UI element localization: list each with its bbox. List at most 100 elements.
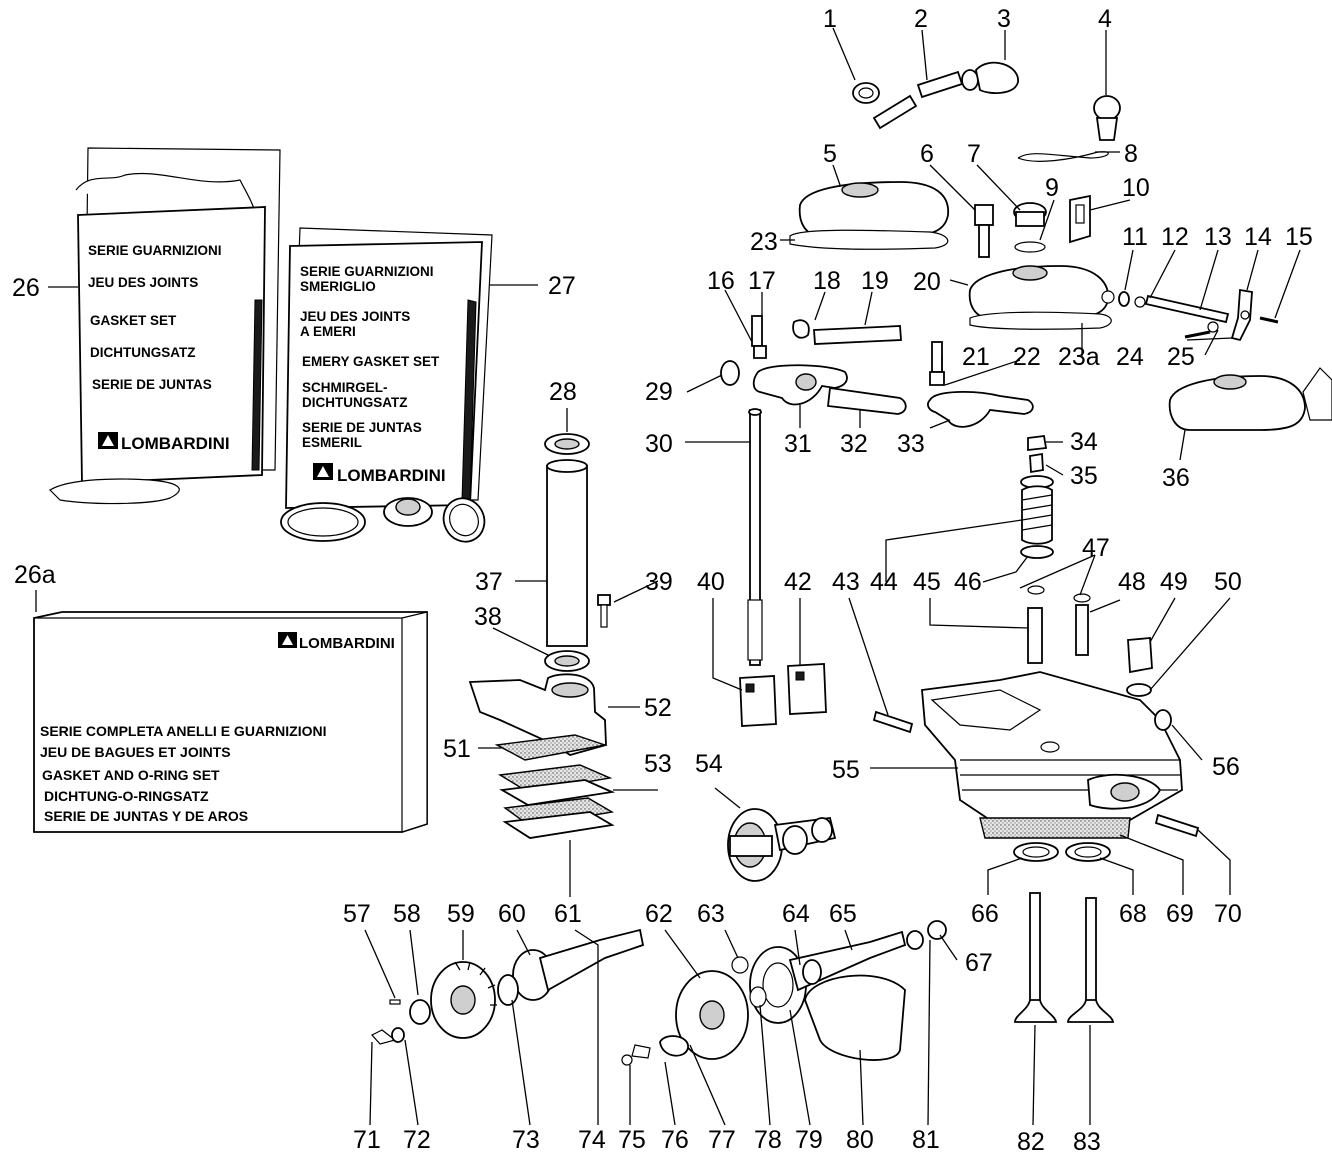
callout-44: 44 bbox=[870, 568, 898, 596]
rocker-cover-36 bbox=[1168, 367, 1332, 431]
callout-60: 60 bbox=[498, 900, 526, 928]
callout-79: 79 bbox=[795, 1126, 823, 1154]
callout-19: 19 bbox=[861, 267, 889, 295]
kit27-text: SERIE GUARNIZIONI SMERIGLIO JEU DES JOIN… bbox=[300, 264, 440, 450]
callout-52: 52 bbox=[644, 694, 672, 722]
callout-55: 55 bbox=[832, 756, 860, 784]
pushrod-30 bbox=[747, 408, 763, 666]
callout-71: 71 bbox=[353, 1126, 381, 1154]
callout-10: 10 bbox=[1122, 174, 1150, 202]
valve-spring-stack bbox=[1020, 434, 1091, 603]
callout-5: 5 bbox=[823, 140, 837, 168]
callout-21: 21 bbox=[962, 343, 990, 371]
callout-62: 62 bbox=[645, 900, 673, 928]
callout-39: 39 bbox=[645, 568, 673, 596]
callout-49: 49 bbox=[1160, 568, 1188, 596]
callout-6: 6 bbox=[920, 140, 934, 168]
small-parts-6-10 bbox=[974, 194, 1091, 258]
callout-27: 27 bbox=[548, 272, 576, 300]
kit27-line-6: SCHMIRGEL- bbox=[302, 380, 388, 395]
kit26-brand-logo: LOMBARDINI bbox=[98, 432, 230, 453]
callout-73: 73 bbox=[512, 1126, 540, 1154]
rocker-arms bbox=[720, 315, 1034, 428]
callout-15: 15 bbox=[1285, 223, 1313, 251]
callout-3: 3 bbox=[997, 5, 1011, 33]
kit27-line-8: SERIE DE JUNTAS bbox=[302, 420, 422, 435]
callout-7: 7 bbox=[967, 140, 981, 168]
callout-25: 25 bbox=[1167, 343, 1195, 371]
kit26a-line-4: DICHTUNG-O-RINGSATZ bbox=[44, 788, 209, 804]
callout-32: 32 bbox=[840, 430, 868, 458]
callout-17: 17 bbox=[748, 267, 776, 295]
kit26-line-2: JEU DES JOINTS bbox=[88, 275, 198, 290]
rocker-cover-20 bbox=[968, 265, 1115, 330]
kit26-line-3: GASKET SET bbox=[90, 313, 177, 328]
camshaft-54 bbox=[727, 808, 837, 882]
callout-58: 58 bbox=[393, 900, 421, 928]
svg-text:LOMBARDINI: LOMBARDINI bbox=[299, 635, 395, 652]
breather-parts bbox=[852, 61, 1121, 162]
callout-57: 57 bbox=[343, 900, 371, 928]
bracket-52 bbox=[468, 673, 616, 839]
callout-31: 31 bbox=[784, 430, 812, 458]
callout-34: 34 bbox=[1070, 428, 1098, 456]
callout-61: 61 bbox=[554, 900, 582, 928]
callout-81: 81 bbox=[912, 1126, 940, 1154]
callout-12: 12 bbox=[1161, 223, 1189, 251]
valve-guides bbox=[1027, 604, 1153, 697]
callout-26: 26 bbox=[12, 274, 40, 302]
kit26a-line-2: JEU DE BAGUES ET JOINTS bbox=[40, 744, 231, 760]
studs-43-70 bbox=[872, 710, 1200, 838]
callout-50: 50 bbox=[1214, 568, 1242, 596]
kit26-line-5: SERIE DE JUNTAS bbox=[92, 377, 212, 392]
callout-83: 83 bbox=[1073, 1128, 1101, 1156]
gasket-kit-26: SERIE GUARNIZIONI JEU DES JOINTS GASKET … bbox=[49, 147, 281, 505]
callout-56: 56 bbox=[1212, 753, 1240, 781]
callout-69: 69 bbox=[1166, 900, 1194, 928]
callout-72: 72 bbox=[403, 1126, 431, 1154]
kit27-line-3: JEU DES JOINTS bbox=[300, 309, 410, 324]
callout-76: 76 bbox=[661, 1126, 689, 1154]
callout-9: 9 bbox=[1045, 174, 1059, 202]
callout-37: 37 bbox=[475, 568, 503, 596]
callout-14: 14 bbox=[1244, 223, 1272, 251]
small-parts-11-25 bbox=[1118, 288, 1279, 342]
callout-16: 16 bbox=[707, 267, 735, 295]
callout-23: 23 bbox=[750, 228, 778, 256]
leader-lines bbox=[35, 27, 1301, 1126]
callout-18: 18 bbox=[813, 267, 841, 295]
callout-35: 35 bbox=[1070, 462, 1098, 490]
callout-33: 33 bbox=[897, 430, 925, 458]
kit27-line-4: A EMERI bbox=[300, 324, 356, 339]
callout-63: 63 bbox=[697, 900, 725, 928]
gear-assembly bbox=[371, 920, 947, 1066]
kit26a-line-1: SERIE COMPLETA ANELLI E GUARNIZIONI bbox=[40, 723, 327, 739]
gasket-kit-26a: LOMBARDINI SERIE COMPLETA ANELLI E GUARN… bbox=[33, 611, 428, 833]
gasket-kit-27: SERIE GUARNIZIONI SMERIGLIO JEU DES JOIN… bbox=[280, 227, 493, 543]
cylinder-head-55 bbox=[921, 671, 1183, 839]
callout-28: 28 bbox=[549, 378, 577, 406]
kit26a-line-3: GASKET AND O-RING SET bbox=[42, 767, 220, 783]
callout-13: 13 bbox=[1204, 223, 1232, 251]
callout-26a: 26a bbox=[14, 561, 56, 589]
svg-text:LOMBARDINI: LOMBARDINI bbox=[121, 434, 230, 453]
callout-22: 22 bbox=[1013, 343, 1041, 371]
callout-numbers: 1 2 3 4 5 6 7 8 9 10 11 12 13 14 15 16 1… bbox=[12, 5, 1313, 1156]
callout-64: 64 bbox=[782, 900, 810, 928]
callout-82: 82 bbox=[1017, 1128, 1045, 1156]
callout-38: 38 bbox=[474, 603, 502, 631]
callout-29: 29 bbox=[645, 378, 673, 406]
callout-40: 40 bbox=[697, 568, 725, 596]
callout-48: 48 bbox=[1118, 568, 1146, 596]
kit26a-brand-logo: LOMBARDINI bbox=[278, 632, 395, 652]
callout-75: 75 bbox=[618, 1126, 646, 1154]
callout-23a: 23a bbox=[1058, 343, 1100, 371]
kit26-line-4: DICHTUNGSATZ bbox=[90, 345, 196, 360]
callout-53: 53 bbox=[644, 750, 672, 778]
callout-4: 4 bbox=[1098, 5, 1112, 33]
callout-20: 20 bbox=[913, 268, 941, 296]
valve-seats-66-68 bbox=[1013, 842, 1111, 862]
rocker-cover-5 bbox=[789, 181, 949, 250]
kit26a-line-5: SERIE DE JUNTAS Y DE AROS bbox=[44, 808, 248, 824]
